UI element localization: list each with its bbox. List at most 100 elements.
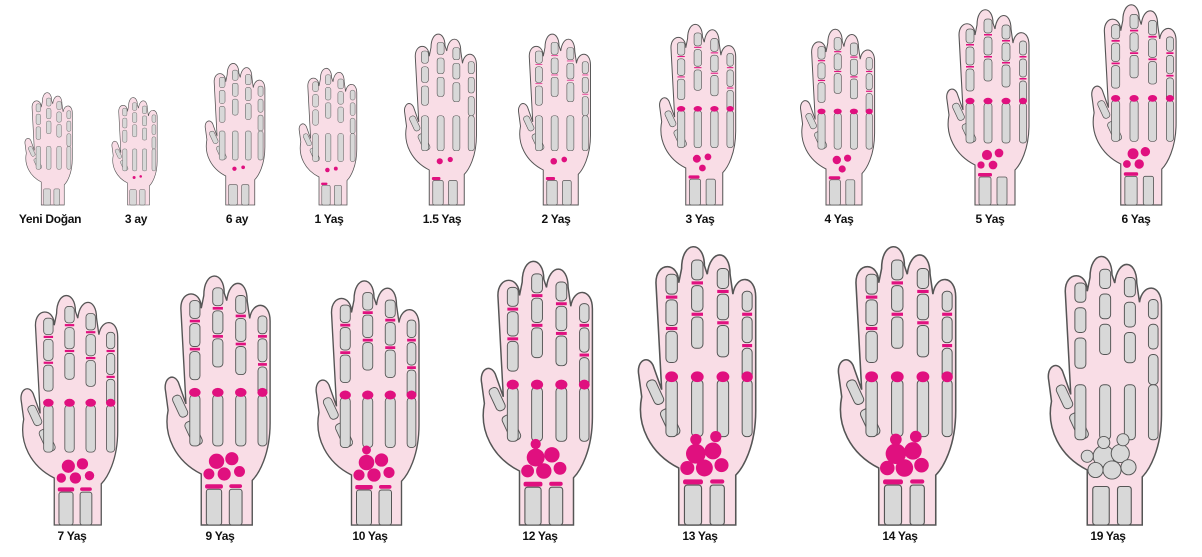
index-phalanx: [123, 118, 127, 128]
growth-plate: [984, 34, 992, 36]
radius-epiphysis: [978, 173, 992, 177]
growth-plate: [235, 343, 245, 346]
growth-plate: [86, 399, 97, 407]
index-metacarpal: [966, 103, 974, 143]
index-metacarpal: [817, 113, 824, 149]
growth-plate: [942, 313, 952, 316]
growth-plate: [942, 344, 952, 347]
carpal-ossification-center: [1127, 148, 1138, 159]
growth-plate: [727, 88, 733, 89]
middle-phalanx: [212, 339, 222, 367]
growth-plate: [691, 371, 704, 382]
little-phalanx: [582, 62, 588, 74]
growth-plate: [551, 75, 558, 76]
little-phalanx: [942, 291, 952, 311]
middle-phalanx: [325, 75, 331, 85]
growth-plate: [966, 44, 974, 46]
growth-plate: [916, 371, 929, 382]
hand-figure: [163, 270, 278, 525]
middle-phalanx: [891, 260, 902, 280]
hand-figure: [24, 90, 76, 205]
little-phalanx: [866, 57, 872, 70]
ring-phalanx: [717, 326, 728, 357]
index-phalanx: [666, 331, 677, 362]
ring-metacarpal: [453, 116, 460, 151]
ulna-epiphysis: [229, 484, 242, 488]
growth-plate: [44, 362, 53, 364]
carpal-ossification-center: [704, 442, 721, 459]
carpal-ossification-center: [217, 467, 230, 480]
little-metacarpal: [1149, 385, 1159, 440]
index-phalanx: [966, 29, 974, 43]
index-phalanx: [817, 83, 824, 103]
growth-plate: [866, 91, 872, 92]
growth-plate: [865, 109, 872, 115]
middle-phalanx: [1130, 14, 1138, 28]
index-phalanx: [312, 110, 318, 125]
carpal-ossification-center: [544, 447, 559, 462]
little-metacarpal: [866, 113, 872, 149]
index-metacarpal: [1075, 385, 1086, 440]
carpal-ossification-center: [133, 176, 136, 179]
growth-plate: [43, 399, 54, 407]
ring-phalanx: [717, 269, 728, 289]
carpal-bone: [1121, 460, 1136, 475]
ulna-bone: [710, 485, 724, 525]
carpal-ossification-center: [699, 165, 706, 172]
index-phalanx: [1075, 338, 1086, 368]
index-phalanx: [1111, 66, 1119, 89]
hand-xray-drawing: [298, 65, 361, 205]
middle-phalanx: [984, 19, 992, 33]
middle-metacarpal: [834, 113, 841, 149]
growth-plate: [866, 71, 872, 72]
ulna-epiphysis: [379, 485, 392, 489]
growth-plate: [817, 80, 824, 81]
growth-plate: [917, 321, 928, 324]
index-metacarpal: [678, 111, 685, 148]
little-phalanx: [350, 90, 355, 100]
little-metacarpal: [468, 116, 474, 151]
carpal-ossification-center: [989, 161, 998, 170]
growth-plate: [582, 94, 588, 95]
little-phalanx: [1166, 55, 1173, 73]
radius-epiphysis: [524, 482, 543, 487]
little-metacarpal: [258, 395, 267, 446]
index-metacarpal: [866, 380, 877, 437]
middle-phalanx: [834, 74, 841, 94]
middle-phalanx: [233, 70, 239, 80]
hand-xray-drawing: [1046, 250, 1170, 525]
growth-plate: [665, 371, 678, 382]
ring-metacarpal: [850, 113, 857, 149]
index-phalanx: [966, 69, 974, 91]
index-phalanx: [1111, 43, 1119, 61]
growth-plate: [363, 339, 373, 342]
little-phalanx: [468, 97, 474, 116]
carpal-ossification-center: [832, 156, 840, 164]
index-phalanx: [340, 305, 350, 323]
ulna-bone: [379, 490, 392, 525]
ring-metacarpal: [57, 146, 62, 169]
middle-phalanx: [691, 317, 702, 348]
hand-xray-drawing: [658, 20, 741, 205]
growth-plate: [212, 307, 222, 310]
little-phalanx: [1020, 59, 1027, 77]
growth-plate: [678, 56, 685, 57]
growth-plate: [717, 321, 728, 324]
little-metacarpal: [258, 131, 263, 160]
growth-plate: [850, 57, 857, 58]
carpal-ossification-center: [358, 455, 374, 471]
middle-metacarpal: [437, 116, 444, 151]
radius-epiphysis: [683, 479, 703, 484]
carpal-ossification-center: [1141, 147, 1150, 156]
middle-phalanx: [694, 50, 701, 67]
middle-phalanx: [437, 42, 444, 54]
middle-phalanx: [834, 38, 841, 51]
little-phalanx: [258, 86, 263, 96]
ulna-bone: [1118, 487, 1132, 526]
ring-phalanx: [917, 326, 928, 357]
growth-plate: [1130, 52, 1138, 54]
ring-phalanx: [917, 269, 928, 289]
index-metacarpal: [312, 134, 318, 162]
index-phalanx: [123, 130, 127, 142]
